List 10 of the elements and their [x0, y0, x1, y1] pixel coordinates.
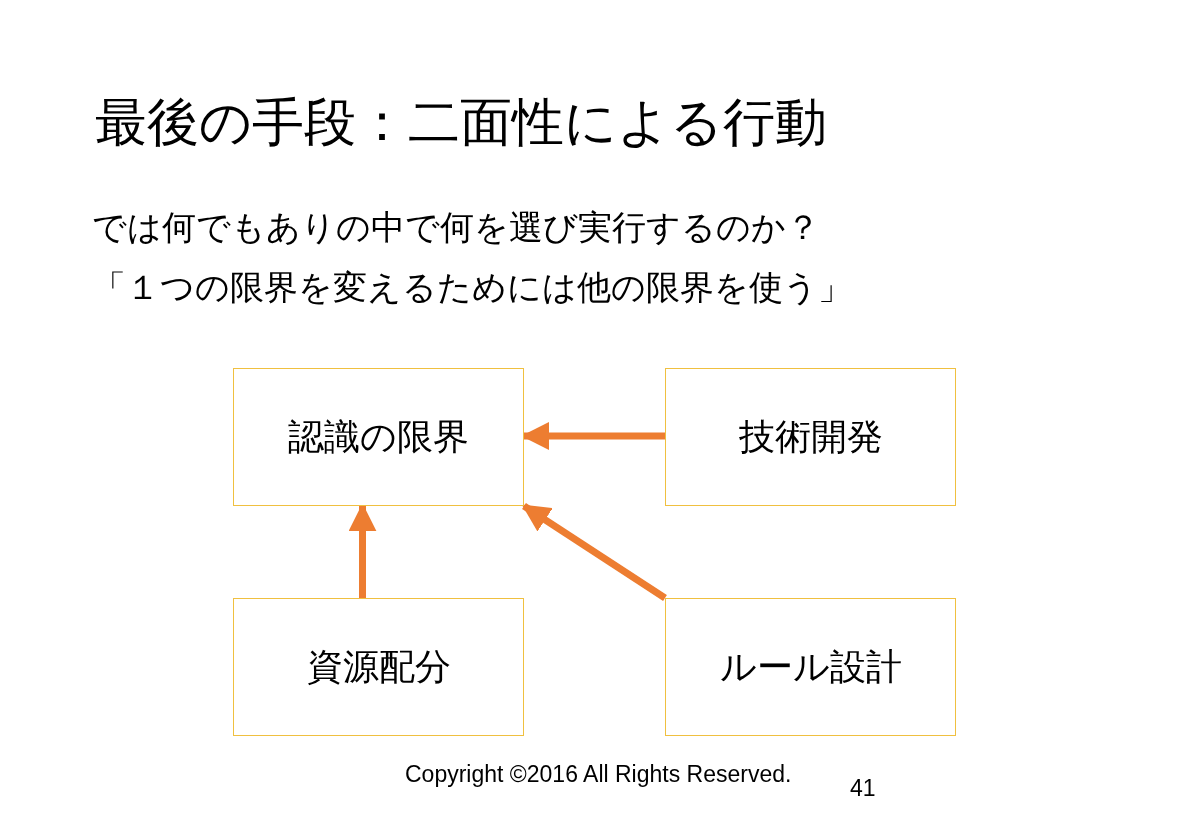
text-box: 資源配分 [233, 598, 524, 736]
copyright-note: Copyright ©2016 All Rights Reserved. [405, 760, 793, 789]
page-number: 41 [850, 775, 876, 802]
text-box: 認識の限界 [233, 368, 524, 506]
text-box: 技術開発 [665, 368, 956, 506]
subtitle-text: では何でもありの中で何を選び実行するのか？ [92, 206, 820, 249]
subtitle-text: 「１つの限界を変えるためには他の限界を使う」 [92, 266, 852, 309]
arrow [521, 503, 667, 601]
text-box: ルール設計 [665, 598, 956, 736]
slide-title: 最後の手段：二面性による行動 [95, 91, 827, 154]
